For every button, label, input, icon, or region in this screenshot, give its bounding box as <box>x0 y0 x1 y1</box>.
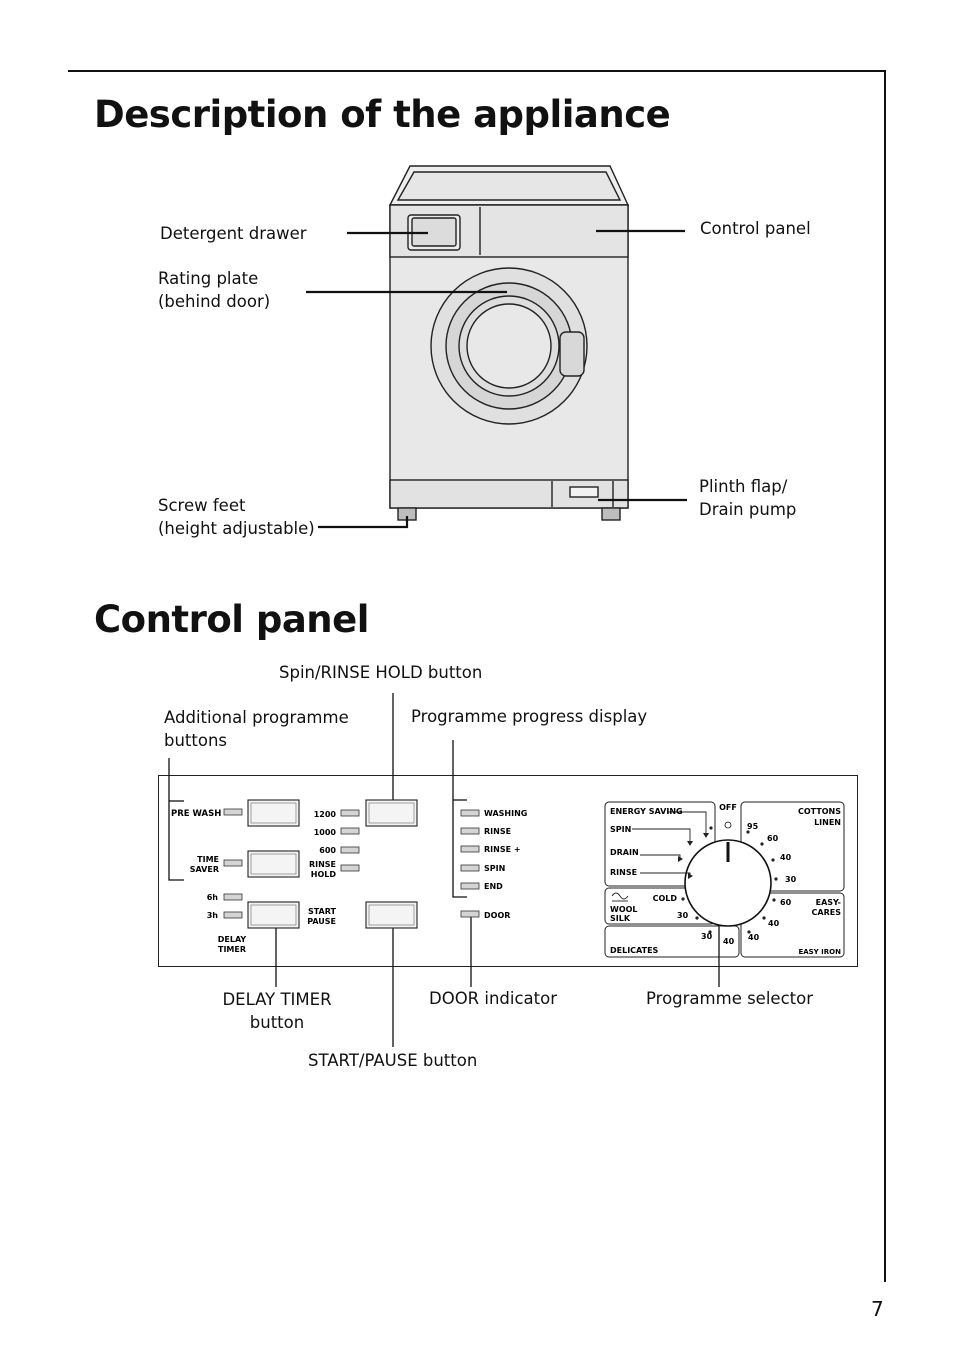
dial-wool: WOOL <box>610 905 638 914</box>
dial-spin: SPIN <box>610 825 631 834</box>
label-progress-display: Programme progress display <box>411 707 648 726</box>
dial-temp-40d: 40 <box>723 937 735 946</box>
progress-washing: WASHING <box>484 809 527 818</box>
label-plinth-line2: Drain pump <box>699 500 797 519</box>
label-delay-timer-line1: DELAY TIMER <box>222 990 332 1009</box>
top-rule <box>68 70 886 72</box>
dial-cold: COLD <box>653 894 678 903</box>
dial-temp-60b: 60 <box>780 898 792 907</box>
progress-end: END <box>484 882 503 891</box>
panel-text-timer: TIMER <box>218 945 246 954</box>
page-number: 7 <box>871 1297 884 1321</box>
dial-easy: EASY- <box>816 898 841 907</box>
label-rating-plate-line1: Rating plate <box>158 269 259 288</box>
label-plinth-flap: Plinth flap/ Drain pump <box>699 475 796 521</box>
washing-machine-illustration <box>306 165 687 529</box>
label-additional-line1: Additional programme <box>164 708 349 727</box>
dial-temp-30b: 30 <box>701 932 713 941</box>
dial-energy-saving: ENERGY SAVING <box>610 807 683 816</box>
progress-rinse: RINSE <box>484 827 511 836</box>
dial-cares: CARES <box>812 908 842 917</box>
panel-text-pause: PAUSE <box>307 917 336 926</box>
label-delay-timer-line2: button <box>249 1013 305 1032</box>
label-programme-selector: Programme selector <box>646 989 813 1008</box>
dial-linen: LINEN <box>814 818 841 827</box>
label-additional-buttons: Additional programme buttons <box>164 706 349 752</box>
dial-silk: SILK <box>610 914 631 923</box>
dial-rinse: RINSE <box>610 868 637 877</box>
panel-text-time: TIME <box>197 855 219 864</box>
panel-text-1000: 1000 <box>314 828 337 837</box>
dial-delicates: DELICATES <box>610 946 659 955</box>
label-rating-plate-line2: (behind door) <box>158 292 271 311</box>
dial-temp-40b: 40 <box>768 919 780 928</box>
panel-text-3h: 3h <box>207 911 219 920</box>
label-screw-feet-line2: (height adjustable) <box>158 519 315 538</box>
right-rule <box>884 70 886 1282</box>
dial-temp-60a: 60 <box>767 834 779 843</box>
label-start-pause: START/PAUSE button <box>308 1051 478 1070</box>
label-screw-feet-line1: Screw feet <box>158 496 246 515</box>
panel-text-pre-wash: PRE WASH <box>171 809 221 819</box>
panel-text-delay: DELAY <box>218 935 247 944</box>
dial-cottons: COTTONS <box>798 807 841 816</box>
dial-temp-40a: 40 <box>780 853 792 862</box>
section-title-control-panel: Control panel <box>94 598 369 641</box>
dial-easy-iron: EASY IRON <box>798 948 841 956</box>
label-rating-plate: Rating plate (behind door) <box>158 267 270 313</box>
label-spin-rinse-hold: Spin/RINSE HOLD button <box>279 663 483 682</box>
panel-text-saver: SAVER <box>190 865 219 874</box>
label-delay-timer: DELAY TIMER button <box>212 988 342 1034</box>
dial-temp-95: 95 <box>747 822 759 831</box>
panel-text-start: START <box>308 907 337 916</box>
dial-off: OFF <box>719 803 737 812</box>
panel-text-hold: HOLD <box>311 870 337 879</box>
label-screw-feet: Screw feet (height adjustable) <box>158 494 315 540</box>
label-control-panel: Control panel <box>700 219 811 238</box>
dial-temp-30c: 30 <box>677 911 689 920</box>
dial-temp-40c: 40 <box>748 933 760 942</box>
label-detergent-drawer: Detergent drawer <box>160 224 307 243</box>
panel-text-rinse: RINSE <box>309 860 336 869</box>
progress-rinse-plus: RINSE + <box>484 845 521 854</box>
label-door-indicator: DOOR indicator <box>429 989 558 1008</box>
label-plinth-line1: Plinth flap/ <box>699 477 788 496</box>
panel-text-6h: 6h <box>207 893 219 902</box>
panel-text-600: 600 <box>319 846 336 855</box>
progress-spin: SPIN <box>484 864 505 873</box>
label-additional-line2: buttons <box>164 731 228 750</box>
dial-temp-30a: 30 <box>785 875 797 884</box>
progress-door: DOOR <box>484 911 510 920</box>
panel-text-1200: 1200 <box>314 810 337 819</box>
dial-drain: DRAIN <box>610 848 639 857</box>
section-title-appliance: Description of the appliance <box>94 93 671 136</box>
